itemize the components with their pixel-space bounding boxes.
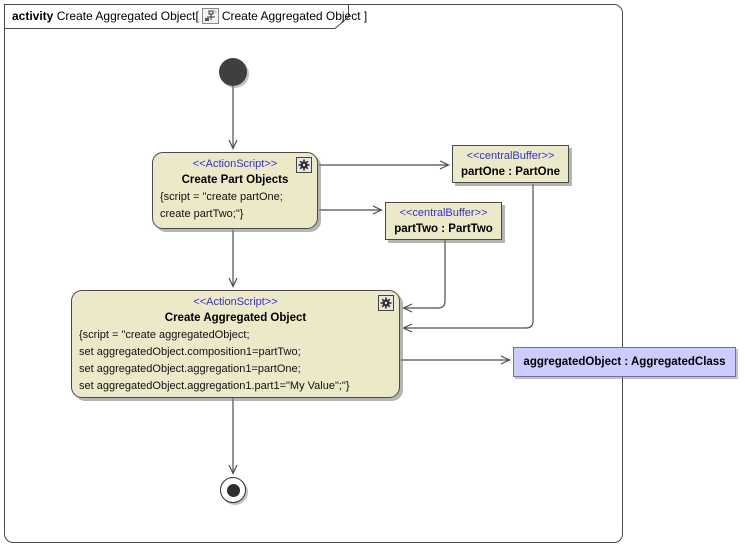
activity-final-node-core xyxy=(226,483,240,497)
gear-icon[interactable] xyxy=(296,157,312,173)
stereotype-label: <<centralBuffer>> xyxy=(466,150,555,162)
close-bracket: ] xyxy=(363,9,368,23)
frame-title: activity Create Aggregated Object[Create… xyxy=(12,8,367,24)
activity-final-node[interactable] xyxy=(220,477,246,503)
action-create-part-objects[interactable]: <<ActionScript>> Create Part Objects {sc… xyxy=(152,152,318,229)
edge-parttwo-to-create-aggregated xyxy=(404,240,446,308)
buffer-name: partOne : PartOne xyxy=(460,166,561,178)
gear-icon[interactable] xyxy=(378,295,394,311)
stereotype-label: <<centralBuffer>> xyxy=(399,207,488,219)
stereotype-label: <<ActionScript>> xyxy=(192,158,278,170)
object-node-aggregated-object[interactable]: aggregatedObject : AggregatedClass xyxy=(513,347,736,377)
script-line: set aggregatedObject.composition1=partTw… xyxy=(79,346,301,358)
script-line: {script = "create partOne; xyxy=(160,191,283,203)
action-name: Create Aggregated Object xyxy=(164,312,307,324)
buffer-name: partTwo : PartTwo xyxy=(394,223,493,235)
object-name: aggregatedObject : AggregatedClass xyxy=(523,356,726,368)
script-line: set aggregatedObject.aggregation1=partOn… xyxy=(79,363,301,375)
frame-keyword: activity xyxy=(12,9,54,23)
stereotype-label: <<ActionScript>> xyxy=(193,296,278,308)
central-buffer-parttwo[interactable]: <<centralBuffer>> partTwo : PartTwo xyxy=(385,202,502,240)
action-create-aggregated-object[interactable]: <<ActionScript>> Create Aggregated Objec… xyxy=(71,290,400,398)
edge-partone-to-create-aggregated xyxy=(404,184,534,328)
frame-activity-name: Create Aggregated Object xyxy=(56,9,196,23)
script-line: set aggregatedObject.aggregation1.part1=… xyxy=(79,380,350,392)
open-bracket: [ xyxy=(195,9,199,23)
central-buffer-partone[interactable]: <<centralBuffer>> partOne : PartOne xyxy=(452,145,569,183)
activity-diagram-icon xyxy=(201,8,219,24)
script-line: {script = "create aggregatedObject; xyxy=(79,329,250,341)
script-line: create partTwo;"} xyxy=(160,208,244,220)
frame-ref-name: Create Aggregated Object xyxy=(221,9,361,23)
initial-node[interactable] xyxy=(219,58,247,86)
frame-title-tab xyxy=(4,4,349,29)
action-name: Create Part Objects xyxy=(181,174,289,186)
